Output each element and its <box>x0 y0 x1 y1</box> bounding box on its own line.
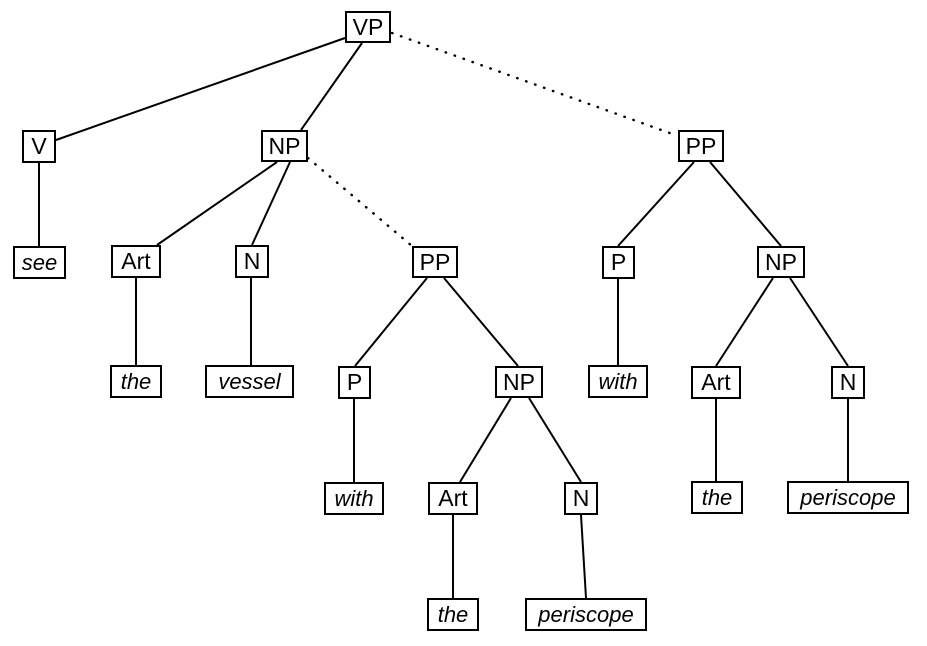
tree-node-vp: VP <box>345 11 391 43</box>
tree-leaf-with_m: with <box>324 482 384 515</box>
tree-node-pp_mid: PP <box>412 246 458 278</box>
tree-leaf-see: see <box>13 246 66 279</box>
tree-node-art_r: Art <box>691 366 741 399</box>
tree-edge-n_m-to-periscope_m <box>580 514 587 599</box>
tree-node-np_right: NP <box>757 246 805 278</box>
tree-leaf-the1: the <box>110 365 162 398</box>
tree-edge-np1-to-art1 <box>156 161 278 246</box>
tree-edge-np_mid-to-art_m <box>459 397 512 483</box>
tree-edge-np1-to-pp_mid <box>306 156 414 248</box>
tree-leaf-periscope_m: periscope <box>525 598 647 631</box>
tree-leaf-periscope_r: periscope <box>787 481 909 514</box>
tree-edge-np1-to-n1 <box>251 161 291 246</box>
tree-edge-np_right-to-art_r <box>715 277 774 367</box>
tree-node-p_mid: P <box>338 366 371 399</box>
tree-edge-vp-to-np1 <box>300 42 363 131</box>
tree-edge-pp_right-to-p_right <box>617 161 695 247</box>
tree-node-v: V <box>22 130 56 163</box>
tree-node-art1: Art <box>111 245 161 278</box>
tree-leaf-vessel: vessel <box>205 365 294 398</box>
tree-node-n1: N <box>235 245 269 278</box>
tree-node-n_m: N <box>564 482 598 515</box>
tree-edge-pp_mid-to-p_mid <box>354 277 428 367</box>
tree-edge-np_right-to-n_r <box>789 277 849 367</box>
tree-node-pp_right: PP <box>678 130 724 162</box>
tree-edge-vp-to-pp_right <box>390 31 680 138</box>
tree-node-n_r: N <box>831 366 865 399</box>
tree-edge-vp-to-v <box>55 37 346 141</box>
tree-leaf-the_m: the <box>427 598 479 631</box>
tree-node-art_m: Art <box>428 482 478 515</box>
tree-node-np1: NP <box>261 130 308 162</box>
tree-leaf-the_r: the <box>691 481 743 514</box>
tree-edge-pp_right-to-np_right <box>709 161 782 247</box>
tree-leaf-with_r: with <box>588 365 648 398</box>
tree-edge-pp_mid-to-np_mid <box>443 277 519 367</box>
tree-node-p_right: P <box>602 246 635 279</box>
tree-node-np_mid: NP <box>495 366 543 398</box>
tree-edge-np_mid-to-n_m <box>528 397 582 483</box>
